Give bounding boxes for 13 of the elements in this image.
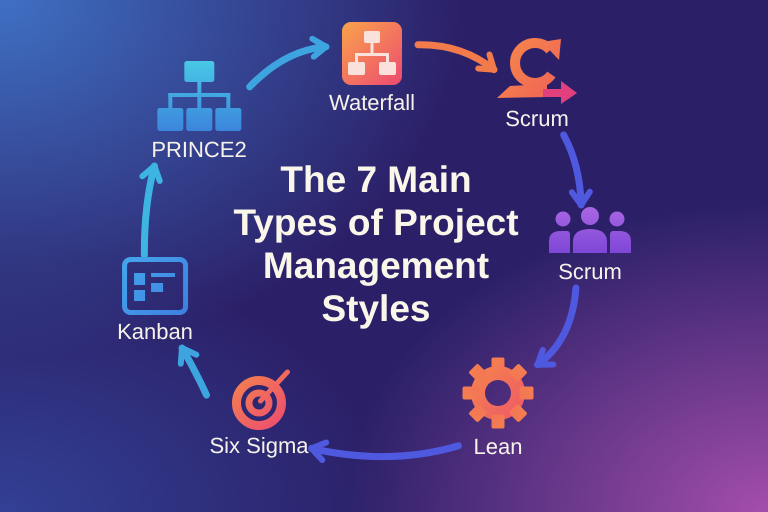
- curved-arrow: [534, 284, 580, 368]
- curved-arrow: [178, 344, 210, 399]
- curved-arrow: [308, 439, 462, 463]
- curved-arrow: [560, 132, 593, 208]
- method-label: Scrum: [558, 260, 622, 284]
- method-label: Waterfall: [329, 91, 415, 115]
- method-label: Scrum: [505, 107, 569, 131]
- method-label: Lean: [474, 435, 522, 459]
- curved-arrow: [246, 36, 330, 90]
- curved-arrow: [414, 41, 498, 74]
- method-label: Six Sigma: [209, 434, 309, 458]
- method-label: Kanban: [117, 320, 193, 344]
- curved-arrow: [140, 162, 163, 258]
